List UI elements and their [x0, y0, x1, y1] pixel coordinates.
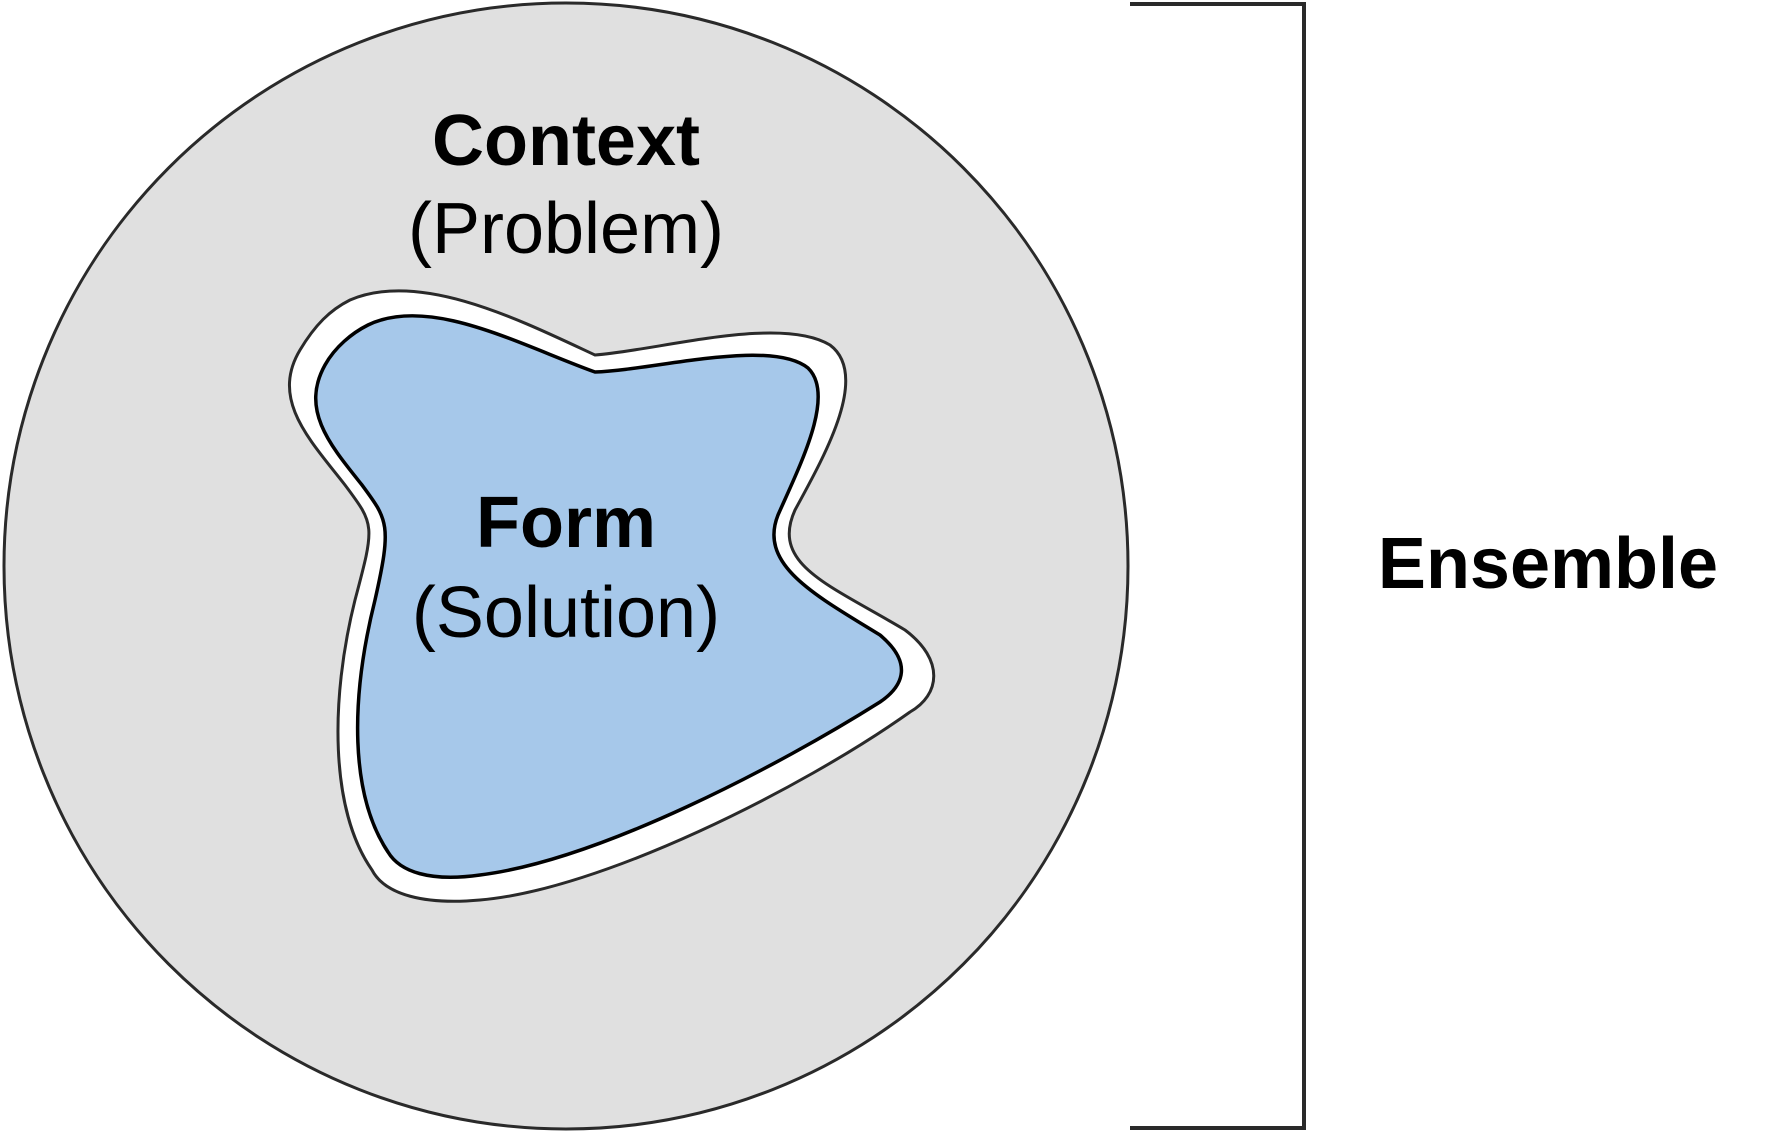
ensemble-bracket — [1130, 2, 1306, 1130]
context-subtitle: (Problem) — [408, 189, 724, 269]
ensemble-label: Ensemble — [1378, 524, 1718, 604]
form-shape — [314, 314, 904, 879]
context-title: Context — [432, 101, 700, 181]
form-subtitle: (Solution) — [412, 573, 720, 653]
form-title: Form — [476, 483, 656, 563]
